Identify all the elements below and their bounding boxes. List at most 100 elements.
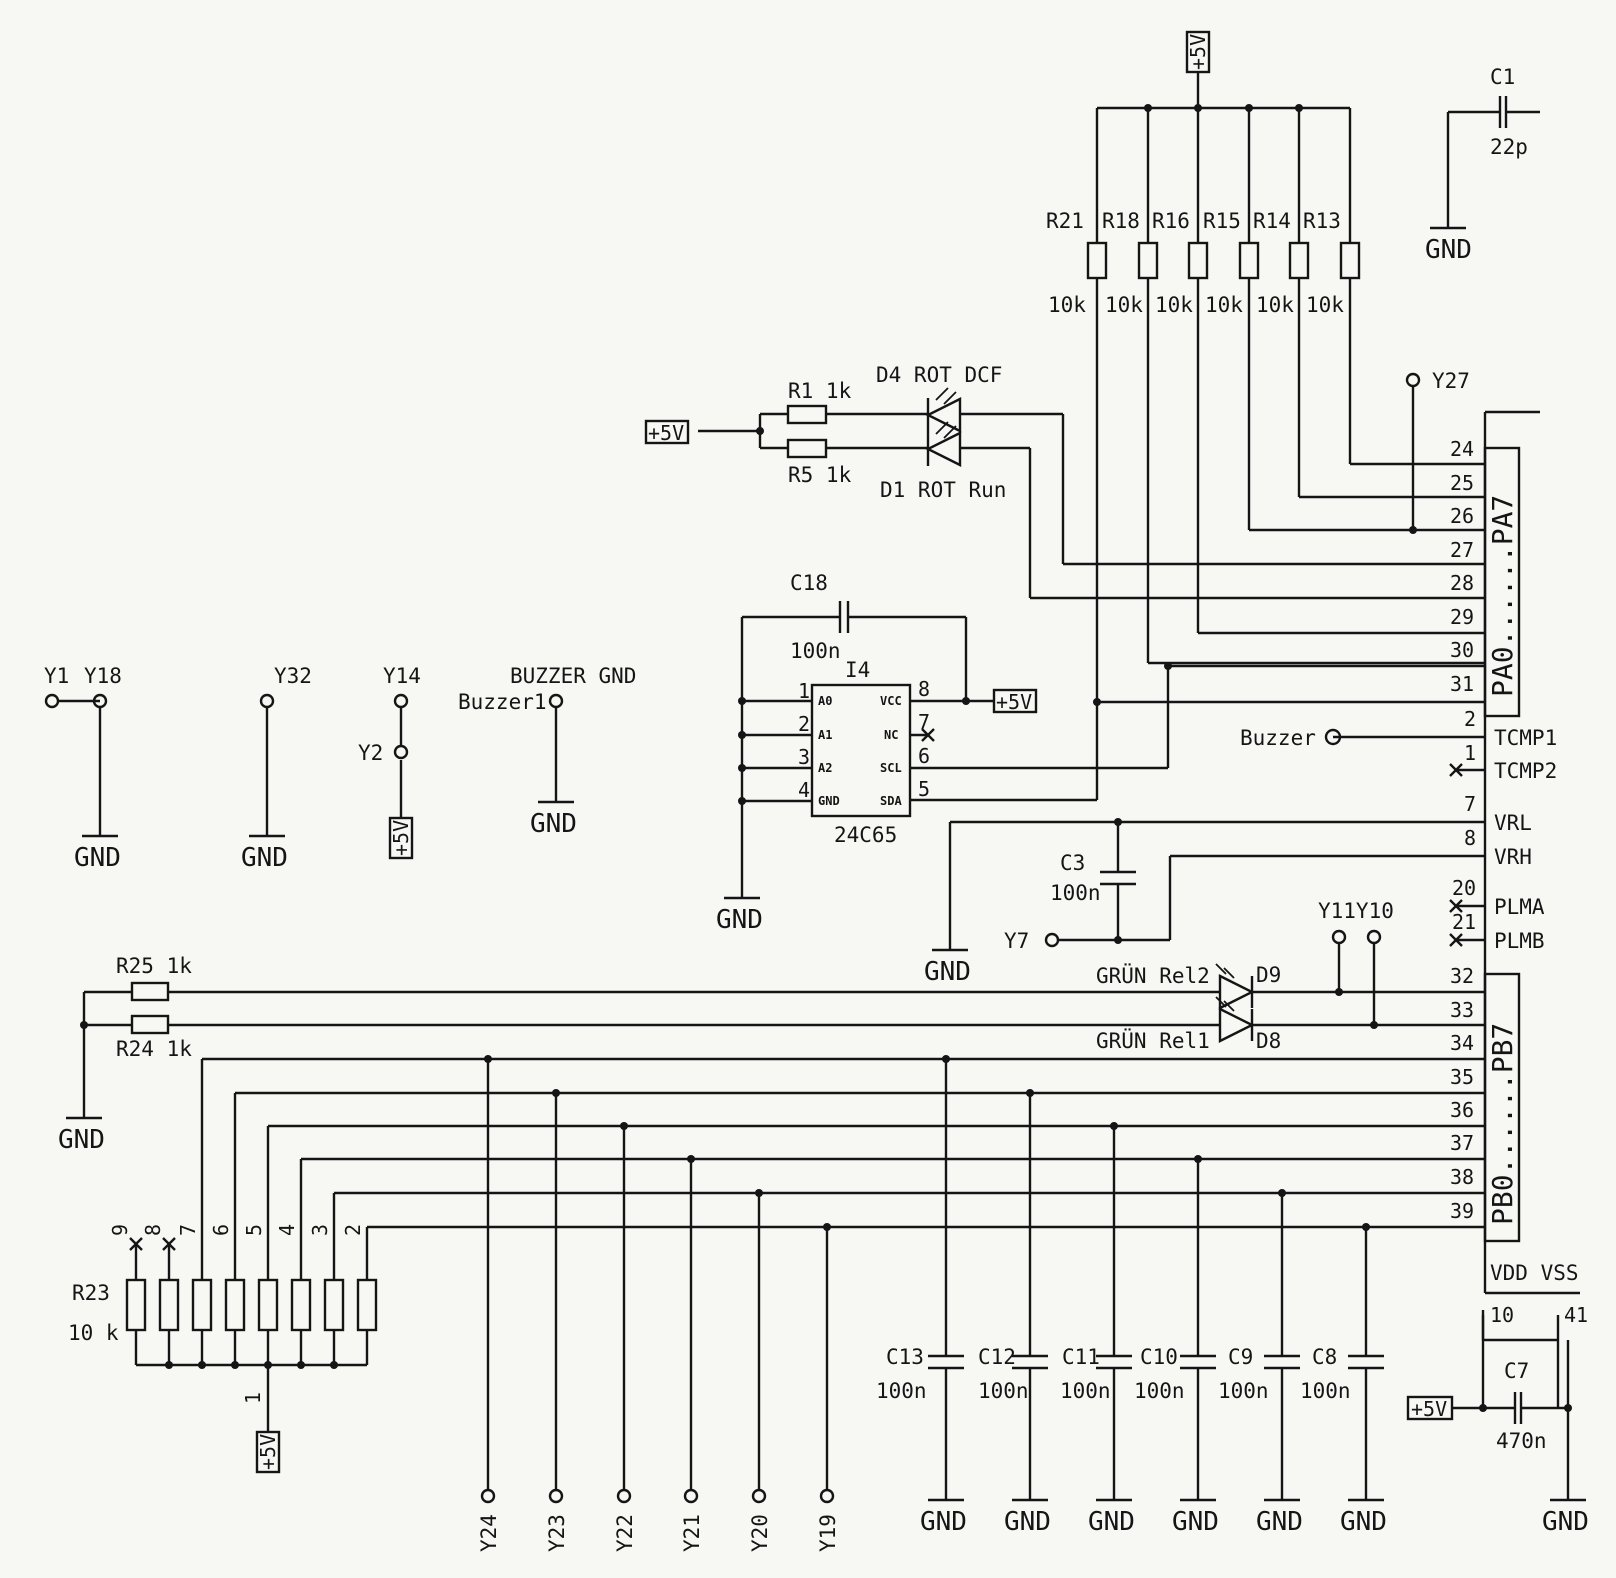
mcu-tcmp1: TCMP1	[1494, 726, 1557, 750]
vcc-port-y2-label: +5V	[389, 820, 413, 856]
mcu-pin-7: 7	[1464, 792, 1476, 816]
r23-element	[323, 1278, 345, 1332]
r14-label: R14	[1253, 209, 1291, 233]
pb-pin-39: 39	[1450, 1199, 1474, 1223]
mcu-pin-21: 21	[1452, 910, 1476, 934]
c3-label: C3	[1060, 851, 1085, 875]
tp-y27	[1405, 372, 1421, 388]
r23-value: 10 k	[68, 1321, 119, 1345]
pb-pin-36: 36	[1450, 1098, 1474, 1122]
r23-element	[356, 1278, 378, 1332]
r23-pin-1: 1	[241, 1392, 265, 1404]
port-a-box	[1483, 446, 1521, 718]
r13-label: R13	[1303, 209, 1341, 233]
gnd-label-vrl: GND	[924, 957, 971, 987]
r1-label: R1 1k	[788, 379, 852, 403]
vcc-port-eeprom-label: +5V	[996, 690, 1032, 714]
c18-value: 100n	[790, 639, 841, 663]
tp-y21	[683, 1488, 699, 1504]
eeprom-pin-sda: SDA	[880, 794, 902, 808]
led-d9	[1215, 963, 1255, 1010]
plma-nc-marker	[1449, 899, 1463, 913]
gnd-label-vss: GND	[1542, 1507, 1589, 1537]
pa-pin-25: 25	[1450, 471, 1474, 495]
eeprom-num-2: 2	[798, 712, 810, 736]
c8-label: C8	[1312, 1345, 1337, 1369]
tp-y1-label: Y1	[44, 664, 69, 688]
mcu-pin-20: 20	[1452, 876, 1476, 900]
c7-label: C7	[1504, 1359, 1529, 1383]
tp-y27-label: Y27	[1432, 369, 1470, 393]
eeprom-num-8: 8	[918, 677, 930, 701]
gnd-label-c13: GND	[920, 1507, 967, 1537]
tcmp2-nc-marker	[1449, 763, 1463, 777]
resistor-r21	[1086, 241, 1108, 280]
r24-label: R24 1k	[116, 1037, 192, 1061]
r23-element	[290, 1278, 312, 1332]
tp-y18	[92, 693, 108, 709]
eeprom-num-4: 4	[798, 778, 810, 802]
capacitor-c3: C3 100n	[1050, 851, 1136, 905]
c10-value: 100n	[1134, 1379, 1185, 1403]
tp-buzzer1	[548, 693, 564, 709]
d1-label: D1 ROT Run	[880, 478, 1006, 502]
vcc-port-eeprom	[992, 688, 1038, 714]
eeprom-pin-nc: NC	[884, 728, 898, 742]
pb-pin-37: 37	[1450, 1131, 1474, 1155]
pa-pin-29: 29	[1450, 605, 1474, 629]
r23-pin-2: 2	[341, 1224, 365, 1236]
tp-y22	[616, 1488, 632, 1504]
eeprom-pin-a0: A0	[818, 694, 832, 708]
tp-y2-label: Y2	[358, 741, 383, 765]
vcc-port-led-label: +5V	[648, 421, 684, 445]
r23-nc-markers	[129, 1237, 176, 1251]
tp-y11y10-label: Y11Y10	[1318, 899, 1394, 923]
gnd-label-c11: GND	[1088, 1507, 1135, 1537]
pb-pin-34: 34	[1450, 1031, 1474, 1055]
tp-y7	[1044, 932, 1060, 948]
eeprom-pin-a2: A2	[818, 761, 832, 775]
pa-pin-31: 31	[1450, 672, 1474, 696]
mcu-tcmp2: TCMP2	[1494, 759, 1557, 783]
led-d8	[1215, 996, 1255, 1043]
tp-y14	[393, 693, 409, 709]
c8-value: 100n	[1300, 1379, 1351, 1403]
resistor-r14	[1288, 241, 1310, 280]
r23-pin-5: 5	[242, 1224, 266, 1236]
r21-value: 10k	[1048, 293, 1086, 317]
tp-y11	[1331, 929, 1347, 945]
supply-ports: +5V +5V +5V +5V +5V +5V	[255, 30, 1454, 1474]
eeprom-part: 24C65	[834, 823, 897, 847]
r16-label: R16	[1152, 209, 1190, 233]
tp-y23-label: Y23	[545, 1514, 569, 1552]
eeprom-pin-scl: SCL	[880, 761, 902, 775]
eeprom-num-6: 6	[918, 744, 930, 768]
eeprom-pin-gnd: GND	[818, 794, 840, 808]
mcu-vrh: VRH	[1494, 845, 1532, 869]
gnd-label-y18: GND	[74, 843, 121, 873]
pb-pin-35: 35	[1450, 1065, 1474, 1089]
r23-pin-4: 4	[275, 1224, 299, 1236]
r14-value: 10k	[1256, 293, 1294, 317]
resistor-r24	[130, 1014, 170, 1035]
r23-element	[158, 1278, 180, 1332]
c9-value: 100n	[1218, 1379, 1269, 1403]
port-b-box	[1483, 972, 1521, 1243]
resistor-r13	[1339, 241, 1361, 280]
d9-label: D9	[1256, 963, 1281, 987]
tp-y14-label: Y14	[383, 664, 421, 688]
d4-label: D4 ROT DCF	[876, 363, 1002, 387]
eeprom-pin-a1: A1	[818, 728, 832, 742]
vcc-port-y2	[388, 816, 414, 860]
eeprom-num-3: 3	[798, 745, 810, 769]
r23-pin-6: 6	[209, 1224, 233, 1236]
junctions	[80, 104, 1572, 1412]
buzzer-terminal	[1324, 728, 1342, 746]
r23-element	[191, 1278, 213, 1332]
port-a-label: PA0......PA7	[1486, 495, 1519, 697]
tp-y23	[548, 1488, 564, 1504]
r21-label: R21	[1046, 209, 1084, 233]
tp-y7-label: Y7	[1004, 929, 1029, 953]
mcu-vrl: VRL	[1494, 811, 1532, 835]
